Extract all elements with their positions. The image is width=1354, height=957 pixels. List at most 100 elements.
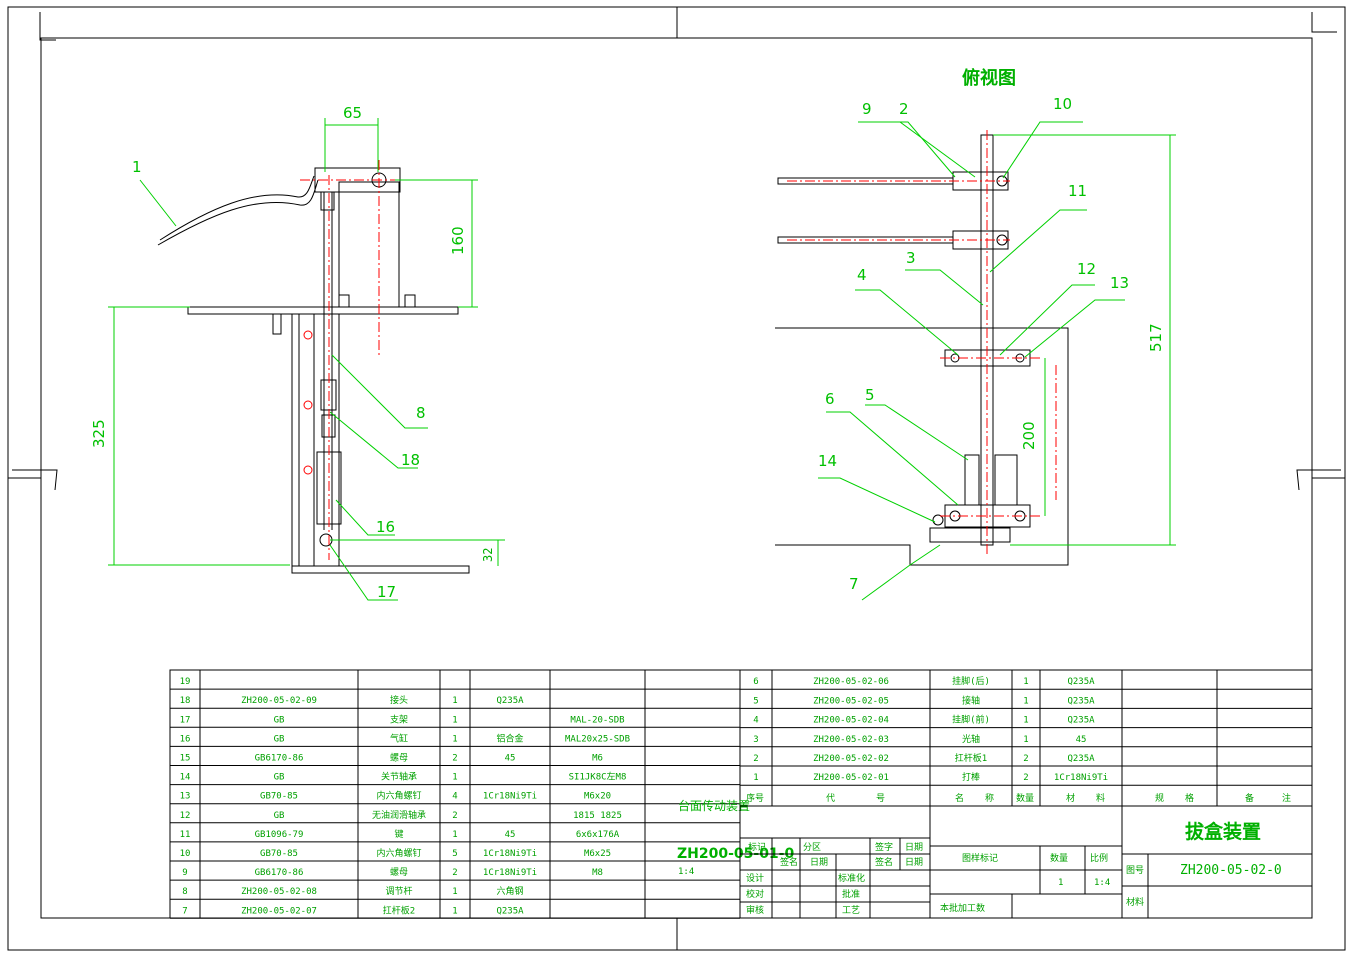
part-label-6: 6 (825, 390, 835, 408)
orientation-mark-topleft (39, 12, 56, 41)
part-label-2: 2 (899, 100, 909, 118)
bom-cell: 19 (180, 677, 191, 687)
base-plate (291, 565, 470, 574)
svg-text:号: 号 (876, 793, 885, 804)
part-label-18: 18 (401, 451, 420, 469)
bom-cell: 内六角螺钉 (376, 790, 421, 802)
bom-header: 序号 代 号 名 称 数量 材 料 规 格 备 注 (746, 792, 1291, 804)
bom-cell: 六角钢 (496, 885, 523, 897)
part-label-12: 12 (1077, 260, 1096, 278)
svg-text:标记: 标记 (748, 841, 766, 853)
bom-cell: 1 (1023, 716, 1028, 726)
bom-cell: 45 (505, 830, 516, 840)
svg-text:序号: 序号 (746, 792, 764, 804)
svg-text:名: 名 (955, 792, 964, 804)
bom-cell: 支架 (390, 713, 408, 725)
bom-cell: ZH200-05-02-09 (241, 696, 317, 706)
bom-cell: ZH200-05-02-06 (813, 677, 889, 687)
front-view: 65 160 325 32 1 8 18 16 17 (90, 104, 505, 601)
bom-cell: 1 (753, 773, 758, 783)
bom-cell: 1 (1023, 735, 1028, 745)
svg-text:材料: 材料 (1126, 896, 1144, 908)
bom-cell: 2 (452, 754, 457, 764)
bom-cell: ZH200-05-02-08 (241, 887, 317, 897)
svg-text:备: 备 (1245, 792, 1254, 804)
bom-cell: 螺母 (390, 867, 408, 878)
bom-cell: Q235A (1067, 696, 1095, 706)
bom-cell: ZH200-05-02-02 (813, 754, 889, 764)
bom-cell: 1 (452, 887, 457, 897)
svg-text:数量: 数量 (1050, 852, 1068, 864)
bom-cell: 挂脚(前) (952, 714, 990, 726)
bom-cell: 挂脚(后) (952, 675, 990, 687)
svg-text:规: 规 (1155, 793, 1164, 804)
bom-cell: 扛杆板2 (383, 904, 415, 916)
part-label-14: 14 (818, 452, 837, 470)
part-label-17: 17 (377, 583, 396, 601)
part-label-9: 9 (862, 100, 872, 118)
bom-cell: Q235A (1067, 716, 1095, 726)
bom-cell: 扛杆板1 (955, 752, 987, 764)
bom-cell: 18 (180, 696, 191, 706)
lever-plate-2 (929, 527, 1011, 543)
svg-text:1: 1 (1058, 878, 1063, 888)
bom-cell: 2 (452, 868, 457, 878)
part-label-10: 10 (1053, 95, 1072, 113)
top-view: 俯视图 517 200 (775, 67, 1176, 601)
bom-cell: 1 (1023, 696, 1028, 706)
bom-cell: 1 (452, 734, 457, 744)
bom-cell: GB6170-86 (255, 754, 304, 764)
bom-cell: 3 (753, 735, 758, 745)
part-label-13: 13 (1110, 274, 1129, 292)
bom-cell: 45 (505, 754, 516, 764)
bom-cell: ZH200-05-02-07 (241, 906, 317, 916)
bom-cell: ZH200-05-02-01 (813, 773, 889, 783)
svg-text:本批加工数: 本批加工数 (940, 902, 985, 914)
upper-bracket (338, 181, 400, 308)
orientation-mark-right (1296, 469, 1341, 491)
bom-cell: ZH200-05-02-05 (813, 696, 889, 706)
bom-cell: 无油润滑轴承 (372, 809, 426, 821)
air-hose (157, 179, 319, 246)
bom-cell: 4 (753, 716, 758, 726)
bom-cell: 5 (753, 696, 758, 706)
bom-cell: 接头 (390, 694, 408, 706)
svg-text:标准化: 标准化 (838, 872, 865, 884)
bom-cell: 1Cr18Ni9Ti (1054, 773, 1108, 783)
svg-text:签名: 签名 (780, 856, 798, 868)
bom-cell: 2 (452, 811, 457, 821)
svg-text:日期: 日期 (905, 842, 923, 853)
bom-cell: GB6170-86 (255, 868, 304, 878)
bom-cell: 15 (180, 754, 191, 764)
bom-cell: 1 (452, 830, 457, 840)
bom-cell: Q235A (496, 906, 524, 916)
bom-cell: M6x20 (584, 792, 611, 802)
bom-cell: 螺母 (390, 753, 408, 764)
dim-517: 517 (1147, 323, 1165, 352)
bom-cell: 调节杆 (385, 885, 412, 897)
svg-text:称: 称 (985, 792, 994, 804)
svg-text:设计: 设计 (746, 872, 764, 884)
bom-cell: MAL-20-SDB (570, 715, 624, 725)
svg-text:数量: 数量 (1016, 792, 1034, 804)
bom-cell: ZH200-05-02-03 (813, 735, 889, 745)
bom-cell: M6x25 (584, 849, 611, 859)
table-plate (187, 306, 459, 315)
bom-cell: GB (274, 715, 285, 725)
bom-cell: 2 (1023, 754, 1028, 764)
top-view-title: 俯视图 (962, 67, 1016, 89)
bom-cell: Q235A (1067, 754, 1095, 764)
bom-cell: 气缸 (390, 732, 408, 744)
bom-cell: 14 (180, 773, 191, 783)
bom-cell: 6 (753, 677, 758, 687)
part-label-11: 11 (1068, 182, 1087, 200)
bom-cell: 7 (182, 906, 187, 916)
table-outline (775, 327, 1069, 566)
svg-text:分区: 分区 (803, 842, 821, 853)
part-label-4: 4 (857, 266, 867, 284)
orientation-mark-topright (1311, 12, 1337, 33)
svg-text:1:4: 1:4 (1094, 878, 1110, 888)
svg-text:工艺: 工艺 (842, 905, 860, 916)
